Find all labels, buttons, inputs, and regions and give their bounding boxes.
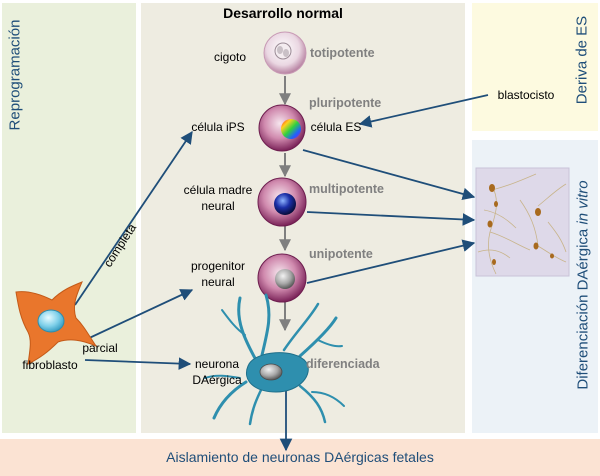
partial-arrow-label: parcial <box>82 341 117 355</box>
blastocyst-label: blastocisto <box>498 88 555 102</box>
reprogramming-arrows <box>74 94 489 452</box>
fibroblast-label: fibroblasto <box>22 358 78 372</box>
differentiated-label: diferenciada <box>306 357 381 371</box>
progenitor-label-line2: neural <box>201 275 234 289</box>
normal-development-title: Desarrollo normal <box>223 5 343 21</box>
fetal-isolation-panel <box>0 439 600 476</box>
es-cell-label: célula ES <box>311 120 362 134</box>
zygote-label: cigoto <box>214 50 246 64</box>
es-derivation-panel <box>472 3 598 131</box>
in-vitro-neurons-micrograph <box>475 167 570 277</box>
neuron-label-line1: neurona <box>195 357 239 371</box>
ips-cell-label: célula iPS <box>191 120 244 134</box>
multipotent-label: multipotente <box>309 182 384 196</box>
unipotent-label: unipotente <box>309 247 373 261</box>
complete-arrow-label: completa <box>101 221 139 270</box>
unipotent-cell <box>257 253 307 303</box>
neural-stem-label-line1: célula madre <box>184 183 253 197</box>
fibroblast-cell <box>15 281 98 365</box>
totipotent-label: totipotente <box>310 46 375 60</box>
dopaminergic-neuron <box>204 293 345 426</box>
pluripotent-cell <box>258 104 306 152</box>
pluripotent-label: pluripotente <box>309 96 381 110</box>
neuron-label-line2: DAérgica <box>192 373 242 387</box>
progenitor-label-line1: progenitor <box>191 259 245 273</box>
zygote-cell <box>263 31 307 75</box>
multipotent-cell <box>257 177 307 227</box>
fetal-isolation-label: Aislamiento de neuronas DAérgicas fetale… <box>166 449 434 465</box>
neural-stem-label-line2: neural <box>201 199 234 213</box>
